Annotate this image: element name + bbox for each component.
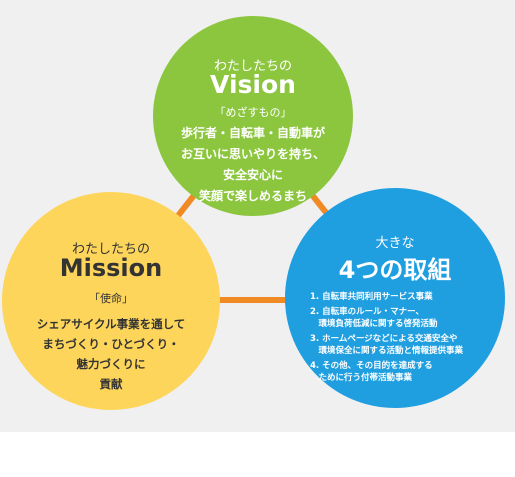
vision-subtitle: 「めざすもの」 [214, 106, 292, 119]
initiatives-item: 3. ホームページなどによる交通安全や [310, 334, 458, 344]
initiatives-item: 4. その他、その目的を達成する [310, 361, 433, 371]
mission-line: 魅力づくりに [76, 357, 146, 371]
vision-line: 笑顔で楽しめるまち [198, 189, 307, 203]
mission-prefix: わたしたちの [71, 242, 150, 257]
vision-title: Vision [210, 70, 296, 99]
mission-circle [2, 192, 220, 410]
initiatives-item: 環境保全に関する活動と情報提供事業 [310, 346, 464, 356]
vision-prefix: わたしたちの [213, 59, 292, 74]
initiatives-item: 2. 自転車のルール・マナー、 [310, 307, 425, 317]
mission-subtitle: 「使命」 [89, 292, 133, 305]
vision-line: お互いに思いやりを持ち、 [180, 147, 325, 161]
initiatives-item: ために行う付帯活動事業 [310, 373, 413, 383]
mission-line: まちづくり・ひとづくり・ [42, 337, 180, 351]
mission-line: シェアサイクル事業を通して [36, 317, 186, 331]
vision-circle [153, 16, 353, 216]
initiatives-item: 1. 自転車共同利用サービス事業 [310, 292, 433, 302]
mission-line: 貢献 [99, 377, 123, 391]
initiatives-circle [285, 188, 505, 408]
vision-line: 歩行者・自転車・自動車が [180, 126, 325, 140]
connector-lines [105, 115, 402, 303]
vision-line: 安全安心に [222, 168, 283, 182]
initiatives-prefix: 大きな [375, 236, 415, 251]
initiatives-title: 4つの取組 [338, 256, 452, 284]
initiatives-item: 環境負荷低減に関する啓発活動 [310, 319, 438, 329]
mission-title: Mission [59, 254, 163, 282]
